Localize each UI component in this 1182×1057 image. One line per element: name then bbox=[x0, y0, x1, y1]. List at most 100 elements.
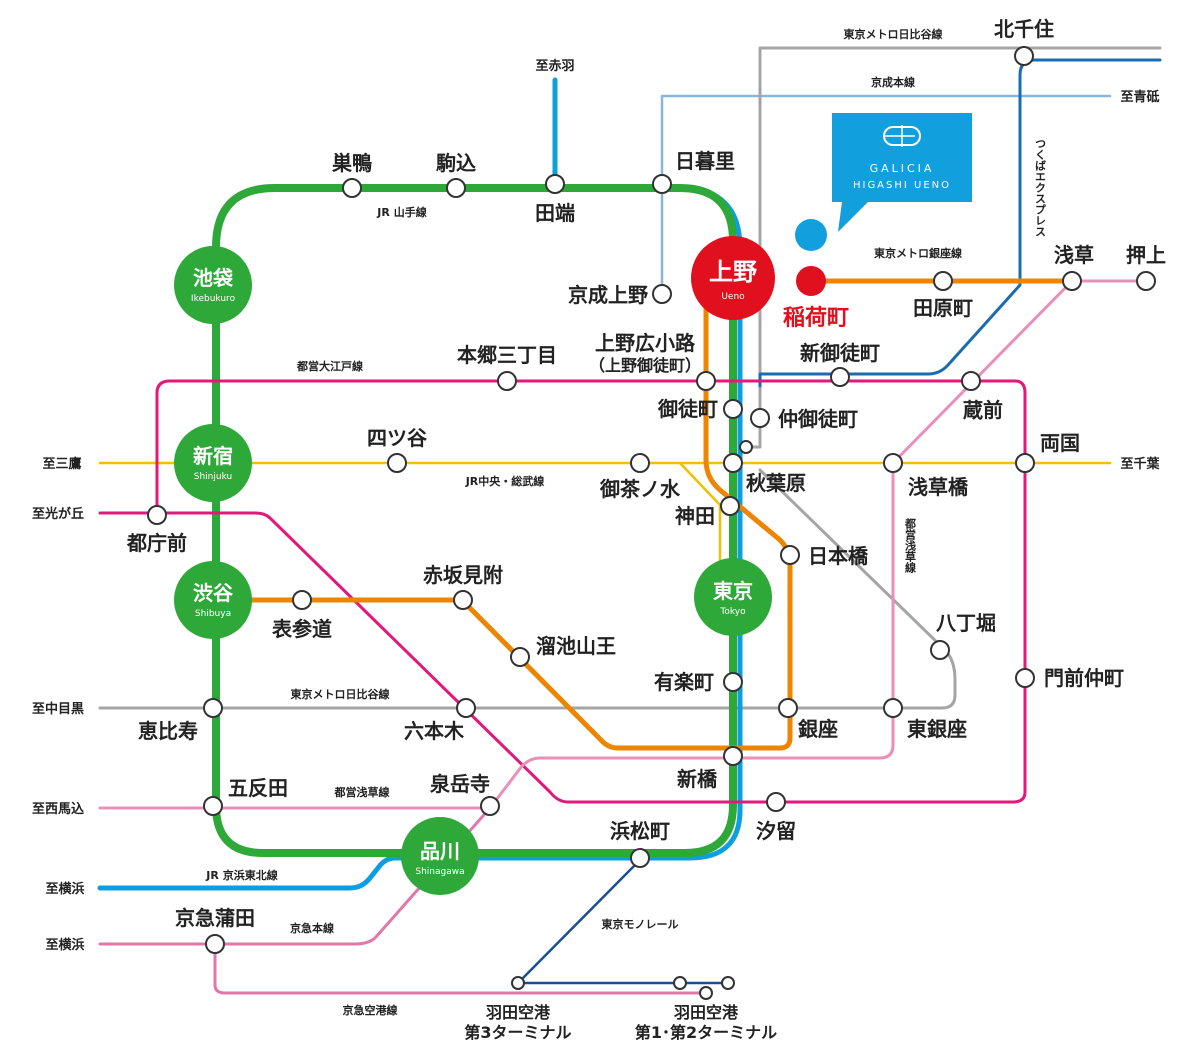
station-dot-kanda[interactable] bbox=[720, 496, 740, 516]
label-shiodome: 汐留 bbox=[756, 819, 796, 843]
station-dot-akasaka-mitsuke[interactable] bbox=[453, 590, 473, 610]
station-dot-oshiage[interactable] bbox=[1136, 271, 1156, 291]
station-dot-kitasenju[interactable] bbox=[1014, 46, 1034, 66]
hub-shinagawa[interactable]: 品川 Shinagawa bbox=[401, 817, 479, 895]
label-hatchobori: 八丁堀 bbox=[936, 611, 996, 635]
hub-shinjuku-name: 新宿 bbox=[193, 444, 233, 468]
station-dot-shin-okachimachi[interactable] bbox=[830, 367, 850, 387]
keikyu-main-line bbox=[98, 806, 492, 946]
label-tsukuba: つくばエクスプレス bbox=[1034, 138, 1047, 237]
label-tabata: 田端 bbox=[535, 201, 575, 225]
station-dot-yurakucho[interactable] bbox=[723, 672, 743, 692]
asakusa-line bbox=[98, 279, 1150, 810]
hub-shinjuku-roman: Shinjuku bbox=[194, 472, 232, 482]
station-dot-sengakuji[interactable] bbox=[480, 796, 500, 816]
label-hibiya-south: 東京メトロ日比谷線 bbox=[291, 687, 390, 701]
keikyu-airport-line bbox=[213, 942, 708, 995]
dest-nishimagome: 至西馬込 bbox=[32, 801, 85, 817]
station-dot-tameike-sanno[interactable] bbox=[510, 647, 530, 667]
station-dot-tochomae[interactable] bbox=[147, 505, 167, 525]
station-dot-hamamatsucho[interactable] bbox=[630, 848, 650, 868]
station-dot-haneda-t3-monorail[interactable] bbox=[511, 976, 525, 990]
station-dot-keikyu-kamata[interactable] bbox=[205, 934, 225, 954]
station-dot-roppongi[interactable] bbox=[456, 698, 476, 718]
station-dot-nippori[interactable] bbox=[652, 174, 672, 194]
station-dot-okachimachi[interactable] bbox=[723, 399, 743, 419]
label-hongo: 本郷三丁目 bbox=[457, 343, 557, 367]
hub-tokyo[interactable]: 東京 Tokyo bbox=[694, 558, 772, 636]
building-logo-icon bbox=[883, 125, 921, 147]
station-dot-monzen-nakacho[interactable] bbox=[1015, 668, 1035, 688]
station-dot-sugamo[interactable] bbox=[342, 178, 362, 198]
station-dot-ebisu[interactable] bbox=[203, 698, 223, 718]
label-chuo-sobu: JR中央・総武線 bbox=[465, 474, 545, 488]
dest-aoto: 至青砥 bbox=[1120, 89, 1159, 105]
hub-shinjuku[interactable]: 新宿 Shinjuku bbox=[174, 424, 252, 502]
station-dot-higashi-ginza[interactable] bbox=[883, 698, 903, 718]
label-ryogoku: 両国 bbox=[1040, 431, 1080, 455]
station-dot-haneda-keikyu[interactable] bbox=[699, 986, 713, 1000]
galicia-location-marker bbox=[795, 219, 827, 251]
label-hamamatsucho: 浜松町 bbox=[610, 819, 670, 843]
label-oedo: 都営大江戸線 bbox=[296, 359, 363, 373]
dest-yokohama-jr: 至横浜 bbox=[45, 881, 84, 897]
hub-shinagawa-name: 品川 bbox=[420, 839, 460, 863]
label-higashi-ginza: 東銀座 bbox=[907, 717, 967, 741]
hub-shibuya[interactable]: 渋谷 Shibuya bbox=[174, 561, 252, 639]
station-dot-monorail-t2[interactable] bbox=[721, 976, 735, 990]
station-dot-yotsuya[interactable] bbox=[387, 453, 407, 473]
label-akasaka-mitsuke: 赤坂見附 bbox=[423, 563, 503, 587]
station-dot-akihabara[interactable] bbox=[723, 453, 743, 473]
station-dot-asakusa[interactable] bbox=[1062, 271, 1082, 291]
label-akihabara: 秋葉原 bbox=[746, 471, 806, 495]
label-kuramae: 蔵前 bbox=[963, 398, 1003, 422]
hub-ueno-name: 上野 bbox=[709, 258, 757, 286]
station-dot-monorail-t1[interactable] bbox=[673, 976, 687, 990]
hub-ikebukuro[interactable]: 池袋 Ikebukuro bbox=[174, 246, 252, 324]
station-dot-nihonbashi[interactable] bbox=[780, 545, 800, 565]
station-dot-ginza[interactable] bbox=[778, 698, 798, 718]
inaricho-marker[interactable] bbox=[796, 266, 826, 296]
station-dot-tawaramachi[interactable] bbox=[933, 271, 953, 291]
station-dot-hongo[interactable] bbox=[497, 371, 517, 391]
station-dot-naka-okachimachi[interactable] bbox=[750, 408, 770, 428]
station-dot-hibiya-akihabara[interactable] bbox=[739, 440, 753, 454]
hub-ueno[interactable]: 上野 Ueno bbox=[691, 236, 775, 320]
label-roppongi: 六本木 bbox=[404, 719, 465, 743]
station-dot-keisei-ueno[interactable] bbox=[652, 284, 672, 304]
station-dot-ueno-hirokoji[interactable] bbox=[696, 371, 716, 391]
hub-shibuya-name: 渋谷 bbox=[193, 581, 234, 605]
hibiya-line-south bbox=[98, 468, 957, 710]
label-keikyu-main: 京急本線 bbox=[290, 921, 334, 935]
label-ginza: 東京メトロ銀座線 bbox=[874, 246, 962, 260]
station-dot-kuramae[interactable] bbox=[961, 371, 981, 391]
hub-ueno-roman: Ueno bbox=[721, 292, 745, 302]
station-dot-ochanomizu[interactable] bbox=[630, 453, 650, 473]
label-asakusa: 浅草 bbox=[1054, 243, 1094, 267]
station-dot-gotanda[interactable] bbox=[203, 796, 223, 816]
label-yurakucho: 有楽町 bbox=[654, 670, 714, 694]
station-dot-komagome[interactable] bbox=[446, 178, 466, 198]
label-keisei: 京成本線 bbox=[871, 75, 915, 89]
hub-shibuya-roman: Shibuya bbox=[195, 609, 231, 619]
station-dot-shimbashi[interactable] bbox=[723, 746, 743, 766]
label-ueno-okachimachi: （上野御徒町） bbox=[589, 356, 701, 375]
station-dot-tabata[interactable] bbox=[545, 174, 565, 194]
label-komagome: 駒込 bbox=[436, 151, 476, 175]
label-haneda-t12-b: 第1･第2ターミナル bbox=[635, 1023, 777, 1042]
label-monzen-nakacho: 門前仲町 bbox=[1044, 666, 1124, 690]
label-asakusa-vertical: 都営浅草線 bbox=[904, 517, 918, 574]
station-dot-hatchobori[interactable] bbox=[930, 640, 950, 660]
label-tochomae: 都庁前 bbox=[126, 531, 187, 555]
galicia-brand-callout: GALICIA HIGASHI UENO bbox=[832, 113, 972, 232]
brand-name: GALICIA bbox=[870, 162, 935, 175]
dest-chiba: 至千葉 bbox=[1120, 456, 1160, 472]
label-ebisu: 恵比寿 bbox=[138, 719, 198, 743]
station-dot-asakusabashi[interactable] bbox=[883, 453, 903, 473]
dest-mitaka: 至三鷹 bbox=[42, 456, 81, 472]
station-dot-shiodome[interactable] bbox=[766, 792, 786, 812]
label-yotsuya: 四ツ谷 bbox=[367, 426, 428, 450]
station-dot-omotesando[interactable] bbox=[292, 590, 312, 610]
oedo-line bbox=[98, 379, 1027, 804]
station-dot-ryogoku[interactable] bbox=[1015, 453, 1035, 473]
